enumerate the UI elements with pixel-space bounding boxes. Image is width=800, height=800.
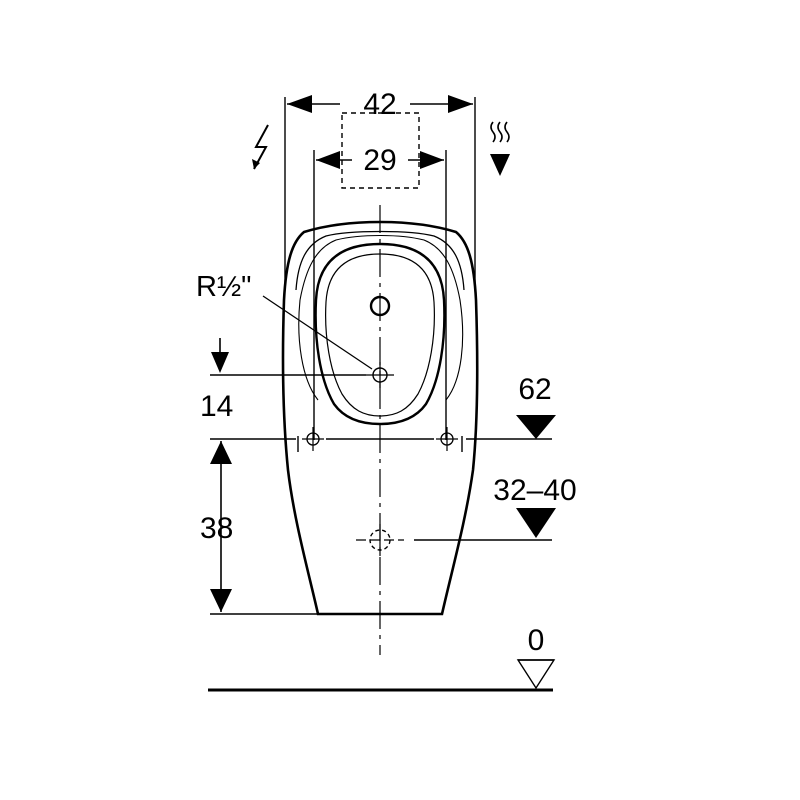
level-62-label: 62 bbox=[518, 373, 551, 406]
inlet-thread-label: R½" bbox=[196, 271, 251, 303]
service-box-dashed bbox=[341, 112, 420, 189]
level-32-40: 32–40 bbox=[493, 474, 577, 538]
level-62: 62 bbox=[516, 373, 556, 439]
mounting-hole-left bbox=[302, 427, 324, 451]
level-32-40-label: 32–40 bbox=[493, 474, 576, 507]
lightning-icon bbox=[252, 124, 269, 170]
inlet-connection bbox=[262, 295, 394, 388]
dimension-38-label: 38 bbox=[200, 512, 233, 545]
floor-level: 0 bbox=[208, 624, 556, 692]
dimension-14-label: 14 bbox=[200, 390, 233, 423]
hot-water-icon bbox=[490, 121, 510, 176]
urinal-outline bbox=[281, 220, 479, 616]
dimension-42: 42 bbox=[284, 88, 476, 287]
drain-hole bbox=[369, 295, 391, 317]
mounting-hole-right bbox=[436, 427, 458, 451]
floor-level-label: 0 bbox=[528, 624, 545, 657]
dimension-29-label: 29 bbox=[363, 144, 396, 177]
dimension-29: 29 bbox=[313, 144, 447, 440]
dimension-42-label: 42 bbox=[363, 88, 396, 121]
dimension-14: 14 bbox=[200, 338, 366, 423]
waste-outlet bbox=[356, 524, 552, 556]
dimension-38: 38 bbox=[200, 441, 318, 615]
